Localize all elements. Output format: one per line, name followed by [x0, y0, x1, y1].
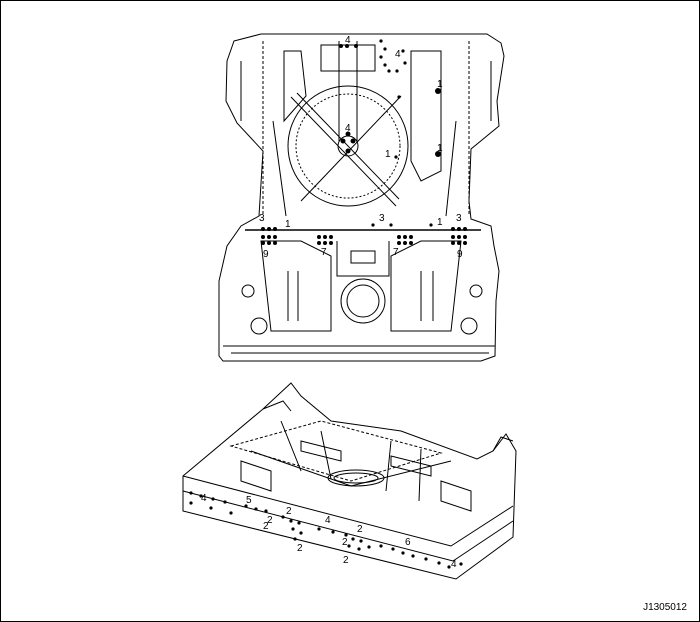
callout-label: 9 [263, 249, 269, 260]
callout-label: 4 [345, 35, 351, 46]
figure-id-label: J1305012 [643, 602, 687, 613]
callout-label: 1 [437, 143, 443, 154]
callout-label: 2 [286, 506, 292, 517]
callout-label: 4 [201, 493, 207, 504]
callout-label: 1 [437, 79, 443, 90]
callout-label: 7 [393, 247, 399, 258]
callout-label: 4 [451, 559, 457, 570]
callout-label: 5 [246, 495, 252, 506]
callout-label: 2 [267, 515, 273, 526]
callout-label: 1 [437, 217, 443, 228]
callout-label: 7 [321, 247, 327, 258]
callout-label: 4 [325, 515, 331, 526]
callout-label: 1 [285, 219, 291, 230]
callout-label: 3 [379, 213, 385, 224]
callout-label: 6 [405, 537, 411, 548]
callout-label: 2 [263, 521, 269, 532]
iso-view-weld-points [189, 491, 463, 569]
callout-label: 4 [345, 123, 351, 134]
callout-label: 4 [395, 49, 401, 60]
callout-label: 3 [259, 213, 265, 224]
callout-label: 2 [297, 543, 303, 554]
callout-label: 9 [457, 249, 463, 260]
callout-label: 2 [357, 524, 363, 535]
top-view-floor-pan [218, 33, 505, 362]
iso-view-callouts: 4 5 2 2 4 2 2 2 6 2 4 2 [201, 493, 457, 570]
callout-label: 1 [385, 149, 391, 160]
callout-label: 2 [342, 537, 348, 548]
callout-label: 2 [343, 555, 349, 566]
top-view-weld-points [261, 39, 467, 245]
callout-label: 3 [456, 213, 462, 224]
top-view-callouts: 4 4 1 1 4 1 1 3 3 3 1 9 7 7 9 [259, 35, 463, 260]
iso-view-floor-pan [182, 382, 517, 580]
